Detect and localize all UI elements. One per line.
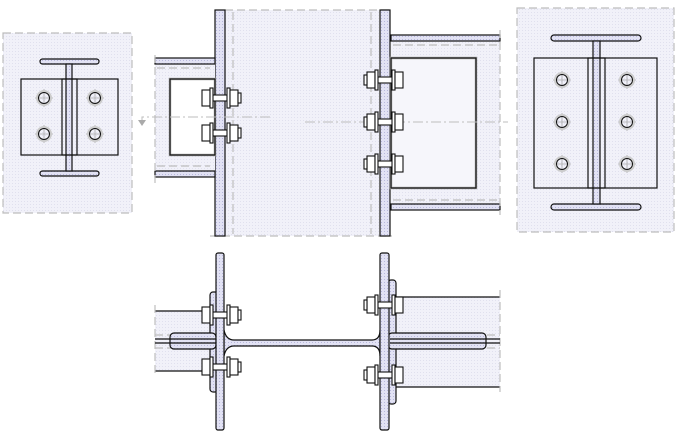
bolt-icon [201, 356, 242, 378]
front-elevation-view [138, 9, 508, 237]
bolt-icon [363, 69, 404, 91]
bolt-hole-icon [553, 113, 571, 131]
bolt-hole-icon [86, 125, 104, 143]
bolt-hole-icon [86, 89, 104, 107]
right-section-view [516, 7, 675, 233]
bolt-hole-icon [618, 71, 636, 89]
bolt-hole-icon [618, 113, 636, 131]
bolt-icon [363, 111, 404, 133]
bolt-hole-icon [35, 125, 53, 143]
column-flange-plan-left [215, 252, 225, 431]
bolt-icon [201, 122, 242, 144]
column-flange-plan-right [379, 252, 390, 431]
bolt-hole-icon [553, 71, 571, 89]
plan-view [154, 252, 501, 431]
bolt-hole-icon [618, 155, 636, 173]
left-section-view [2, 32, 133, 214]
bolt-hole-icon [553, 155, 571, 173]
bolt-icon [363, 294, 404, 316]
bolt-icon [201, 87, 242, 109]
bolt-icon [201, 304, 242, 326]
bolt-icon [363, 364, 404, 386]
column-flange-left [214, 9, 226, 237]
bolt-hole-icon [35, 89, 53, 107]
section-arrow-icon [138, 120, 146, 126]
bolt-icon [363, 153, 404, 175]
